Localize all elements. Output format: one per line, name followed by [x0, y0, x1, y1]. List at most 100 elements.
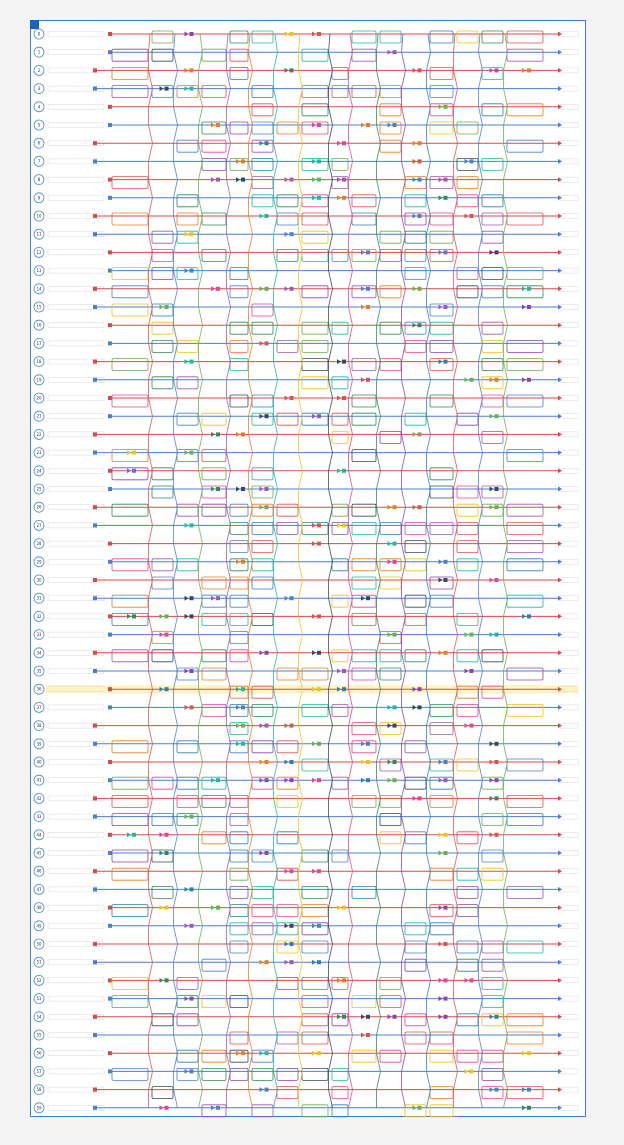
square-node-icon	[108, 396, 112, 400]
flow-box	[506, 339, 544, 353]
flow-box	[229, 1049, 249, 1063]
grid-strip-right	[559, 722, 579, 729]
flow-box	[379, 649, 402, 663]
arrow-right-icon	[438, 195, 443, 201]
flow-box	[481, 977, 504, 990]
square-node-icon	[366, 741, 370, 746]
arrow-right-icon	[489, 413, 494, 419]
flow-box	[301, 1013, 329, 1027]
row-label: 34	[36, 650, 42, 655]
grid-strip-left	[47, 413, 105, 419]
square-node-icon	[392, 1014, 397, 1019]
flow-box	[404, 339, 427, 353]
flow-box	[111, 176, 149, 190]
flow-box	[506, 1031, 544, 1045]
grid-strip-right	[559, 1105, 579, 1111]
square-node-icon	[241, 177, 245, 182]
flow-box	[429, 1086, 454, 1099]
flow-box	[379, 831, 402, 845]
row-badge-icon	[33, 811, 45, 822]
flow-box	[301, 358, 329, 372]
flow-box	[301, 157, 329, 171]
arrow-right-icon	[558, 340, 562, 346]
row-label: 51	[36, 960, 42, 965]
flow-box	[456, 940, 479, 954]
flow-box	[481, 376, 504, 390]
flow-box	[404, 248, 427, 262]
row-label: 37	[36, 705, 42, 710]
square-node-icon	[164, 305, 169, 309]
row-badge-icon	[33, 501, 45, 513]
flow-box	[456, 540, 479, 553]
square-node-icon	[132, 832, 136, 837]
grid-strip-left	[47, 122, 105, 128]
flow-box	[456, 867, 479, 881]
flow-box	[506, 394, 544, 408]
square-node-icon	[342, 523, 346, 528]
arrow-right-icon	[558, 450, 562, 456]
flow-box	[251, 157, 274, 171]
grid-strip-right	[559, 868, 579, 874]
arrow-right-icon	[412, 158, 417, 164]
flow-box	[456, 958, 479, 972]
flow-box	[429, 30, 454, 44]
square-node-icon	[189, 596, 194, 601]
flow-box	[229, 613, 249, 626]
square-node-icon	[93, 523, 97, 528]
flow-box	[276, 940, 299, 954]
square-node-icon	[93, 450, 97, 455]
square-node-icon	[264, 778, 269, 783]
square-node-icon	[494, 487, 499, 491]
flow-box	[481, 940, 504, 954]
flow-box	[506, 358, 544, 372]
arrow-right-icon	[211, 905, 215, 911]
flow-box	[176, 376, 199, 390]
arrow-right-icon	[558, 140, 562, 146]
arrow-right-icon	[558, 595, 562, 601]
square-node-icon	[241, 159, 245, 164]
arrow-right-icon	[127, 832, 131, 838]
arrow-right-icon	[361, 741, 365, 747]
square-node-icon	[93, 377, 97, 382]
row-label: 28	[36, 541, 42, 546]
arrow-right-icon	[184, 1068, 189, 1074]
flow-box	[276, 1031, 299, 1045]
arrow-right-icon	[438, 832, 443, 838]
flow-box	[151, 339, 174, 353]
square-node-icon	[443, 1014, 448, 1019]
flow-box	[506, 139, 544, 153]
row-badge-icon	[33, 1102, 45, 1114]
square-node-icon	[108, 832, 112, 837]
square-node-icon	[241, 487, 245, 491]
square-node-icon	[93, 723, 97, 728]
flow-box	[301, 194, 329, 208]
flow-box	[111, 558, 149, 572]
square-node-icon	[289, 396, 294, 400]
grid-strip-left	[47, 613, 105, 620]
square-node-icon	[189, 32, 194, 36]
row-badge-icon	[33, 119, 45, 131]
flow-box	[251, 685, 274, 699]
square-node-icon	[264, 760, 269, 764]
grid-strip-left	[47, 759, 105, 765]
square-node-icon	[392, 778, 397, 783]
flow-box	[176, 339, 199, 353]
flow-box	[379, 139, 402, 153]
flow-box	[251, 121, 274, 135]
flow-box	[111, 594, 149, 608]
flow-box	[276, 904, 299, 917]
square-node-icon	[216, 778, 220, 783]
arrow-right-icon	[361, 777, 365, 783]
arrow-right-icon	[558, 759, 562, 765]
square-node-icon	[443, 559, 448, 564]
row-label: 44	[36, 832, 42, 837]
flow-box	[111, 467, 149, 481]
arrow-right-icon	[438, 777, 443, 783]
arrow-right-icon	[558, 923, 562, 929]
square-node-icon	[342, 177, 346, 182]
grid-strip-left	[47, 1068, 105, 1075]
square-node-icon	[443, 177, 448, 182]
flow-box	[331, 558, 349, 572]
flow-box	[456, 1049, 479, 1063]
arrow-right-icon	[558, 413, 562, 419]
